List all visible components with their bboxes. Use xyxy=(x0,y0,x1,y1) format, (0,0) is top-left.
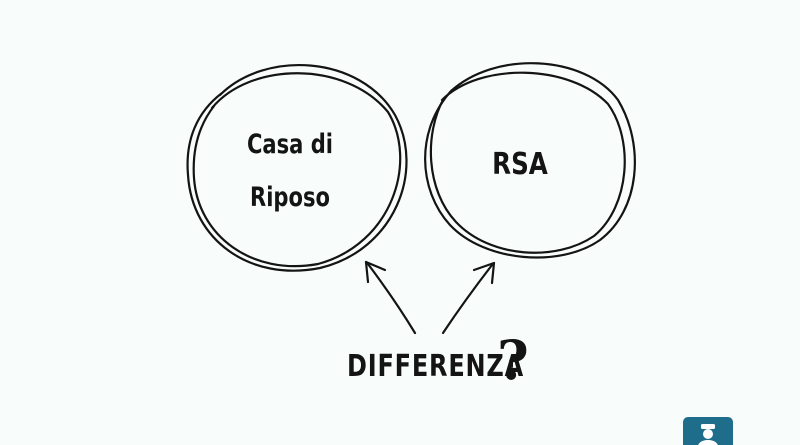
circle-casa-di-riposo xyxy=(186,63,408,272)
logo-badge xyxy=(683,417,733,445)
doctor-icon xyxy=(698,424,718,445)
node-label-casa-di-riposo: Casa di Riposo xyxy=(232,118,349,224)
node-label-line-1: Casa di xyxy=(246,129,334,160)
arrow-to-casa-di-riposo xyxy=(364,260,417,335)
circle-rsa xyxy=(424,62,636,259)
question-mark: ? xyxy=(497,328,529,392)
arrow-to-rsa xyxy=(441,261,496,335)
question-word: DIFFERENZA xyxy=(347,349,524,384)
node-label-line-2: Riposo xyxy=(250,182,330,213)
node-label-line-1: RSA xyxy=(492,147,548,182)
node-label-rsa: RSA xyxy=(471,145,569,185)
